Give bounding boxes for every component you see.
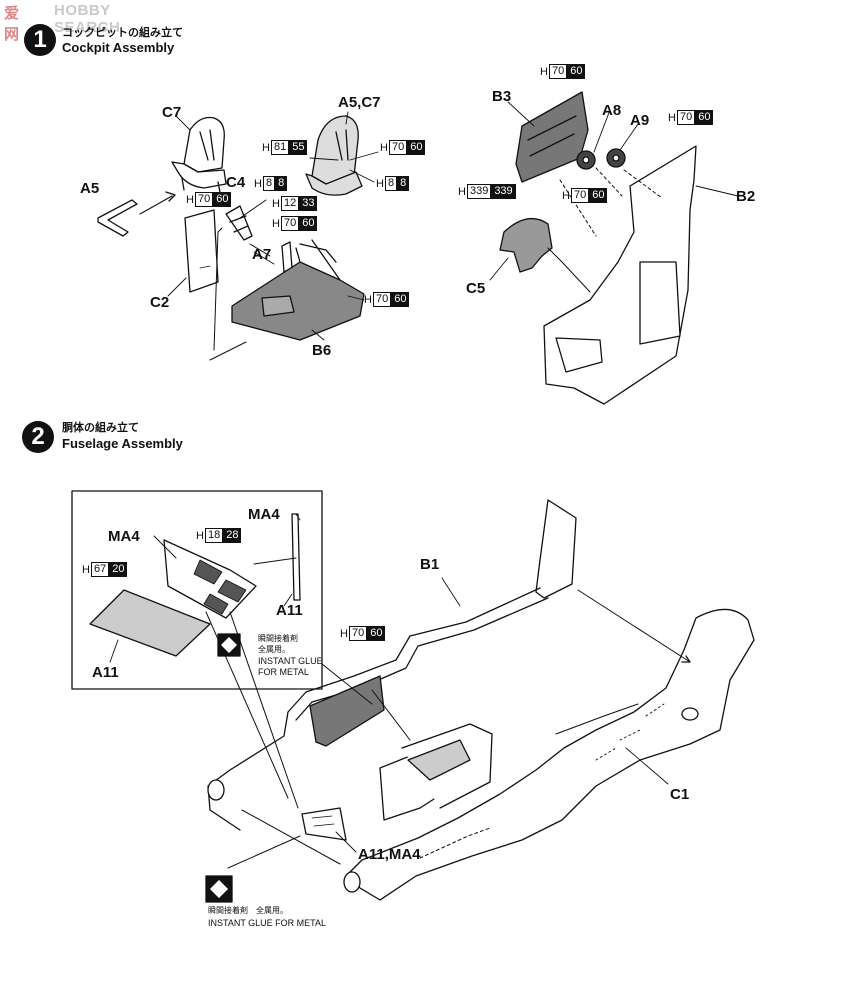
armor-panel: [309, 675, 385, 747]
step1-number: 1: [24, 24, 56, 56]
glue-inset-en1: INSTANT GLUE: [258, 656, 323, 666]
label-a7: A7: [252, 246, 272, 263]
part-c2-panel: [184, 209, 219, 293]
label-c1: C1: [670, 786, 690, 803]
step1-title-en: Cockpit Assembly: [62, 40, 175, 55]
part-a11-panel: [89, 589, 211, 657]
step2-title-en: Fuselage Assembly: [62, 436, 183, 451]
part-a11ma4-small: [301, 807, 347, 841]
part-c5: [499, 217, 553, 273]
part-a11-bar: [291, 513, 301, 601]
step2-number: 2: [22, 421, 54, 453]
label-a8: A8: [602, 102, 622, 119]
label-ma4-left: MA4: [108, 528, 140, 545]
label-b6: B6: [312, 342, 332, 359]
glue-inset-jp2: 全属用。: [258, 645, 290, 654]
watermark-text: HOBBY SEARCH: [54, 2, 121, 36]
label-c4: C4: [226, 174, 246, 191]
watermark-logo-text: 爱网: [4, 5, 20, 43]
label-c7: C7: [162, 104, 182, 121]
label-a9: A9: [630, 112, 650, 129]
label-b3: B3: [492, 88, 512, 105]
glue-main-jp: 瞬間接着剤 全属用。: [208, 906, 288, 915]
label-a5c7: A5,C7: [338, 94, 381, 111]
part-b3-panel: [515, 91, 589, 183]
step2-title-jp: 胴体の組み立て: [62, 421, 139, 434]
part-a5-bracket: [97, 199, 138, 237]
label-c5: C5: [466, 280, 486, 297]
part-c4: [225, 205, 253, 241]
glue-inset-jp1: 瞬間接着剤: [258, 634, 298, 643]
glue-inset-en2: FOR METAL: [258, 667, 309, 677]
part-c7-seat: [171, 116, 227, 193]
part-b6-floor: [231, 261, 365, 341]
part-b1-c1-fuselage: [207, 499, 755, 901]
label-a5: A5: [80, 180, 100, 197]
label-a11ma4: A11,MA4: [358, 846, 421, 863]
label-b2: B2: [736, 188, 756, 205]
label-ma4-top: MA4: [248, 506, 280, 523]
label-a11-left: A11: [92, 664, 119, 681]
glue-main-en: INSTANT GLUE FOR METAL: [208, 918, 327, 928]
part-a5c7-seat: [305, 115, 363, 196]
label-b1: B1: [420, 556, 440, 573]
label-c2: C2: [150, 294, 170, 311]
label-a11-right: A11: [276, 602, 303, 619]
step1-title-jp: コックピットの組み立て: [62, 26, 183, 39]
